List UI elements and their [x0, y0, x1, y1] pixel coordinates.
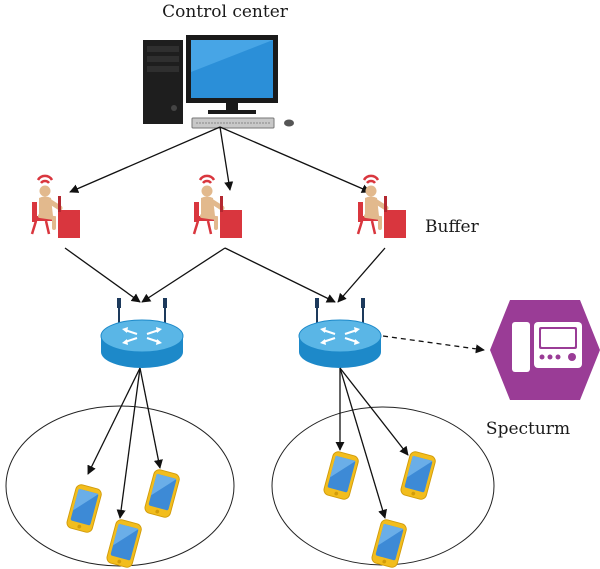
- operator-workstation-icon: [358, 176, 406, 238]
- link-router-2-to-phone-5: [339, 367, 388, 519]
- operator-workstation-icon: [32, 176, 80, 238]
- smartphone-icon: [399, 450, 438, 502]
- link-control-to-operator-3: [219, 126, 371, 193]
- link-operator-1-to-router-1: [64, 247, 141, 303]
- control-center-label: Control center: [162, 2, 289, 22]
- desktop-computer-icon: [143, 35, 294, 129]
- operator-workstation-icon: [194, 176, 242, 238]
- link-router-1-to-phone-2: [116, 367, 141, 519]
- link-operator-2-to-router-1: [141, 247, 226, 303]
- link-router-2-to-spectrum: [382, 335, 485, 354]
- smartphone-icon: [322, 450, 361, 502]
- spectrum-label: Specturm: [486, 419, 570, 439]
- wireless-router-icon: [100, 297, 184, 369]
- smartphone-icon: [105, 518, 144, 569]
- wireless-router-icon: [298, 297, 382, 369]
- link-control-to-operator-1: [69, 126, 221, 193]
- link-operator-2-to-router-2: [224, 247, 336, 303]
- link-router-1-to-phone-1: [87, 367, 141, 475]
- link-control-to-operator-2: [219, 126, 234, 191]
- smartphone-icon: [370, 518, 409, 569]
- smartphone-icon: [143, 468, 182, 520]
- ip-phone-hexagon-icon: [490, 300, 600, 400]
- link-router-2-to-phone-6: [339, 367, 409, 456]
- buffer-label: Buffer: [425, 217, 480, 237]
- link-operator-3-to-router-2: [337, 247, 386, 303]
- link-router-1-to-phone-3: [139, 367, 163, 469]
- smartphone-icon: [65, 483, 104, 535]
